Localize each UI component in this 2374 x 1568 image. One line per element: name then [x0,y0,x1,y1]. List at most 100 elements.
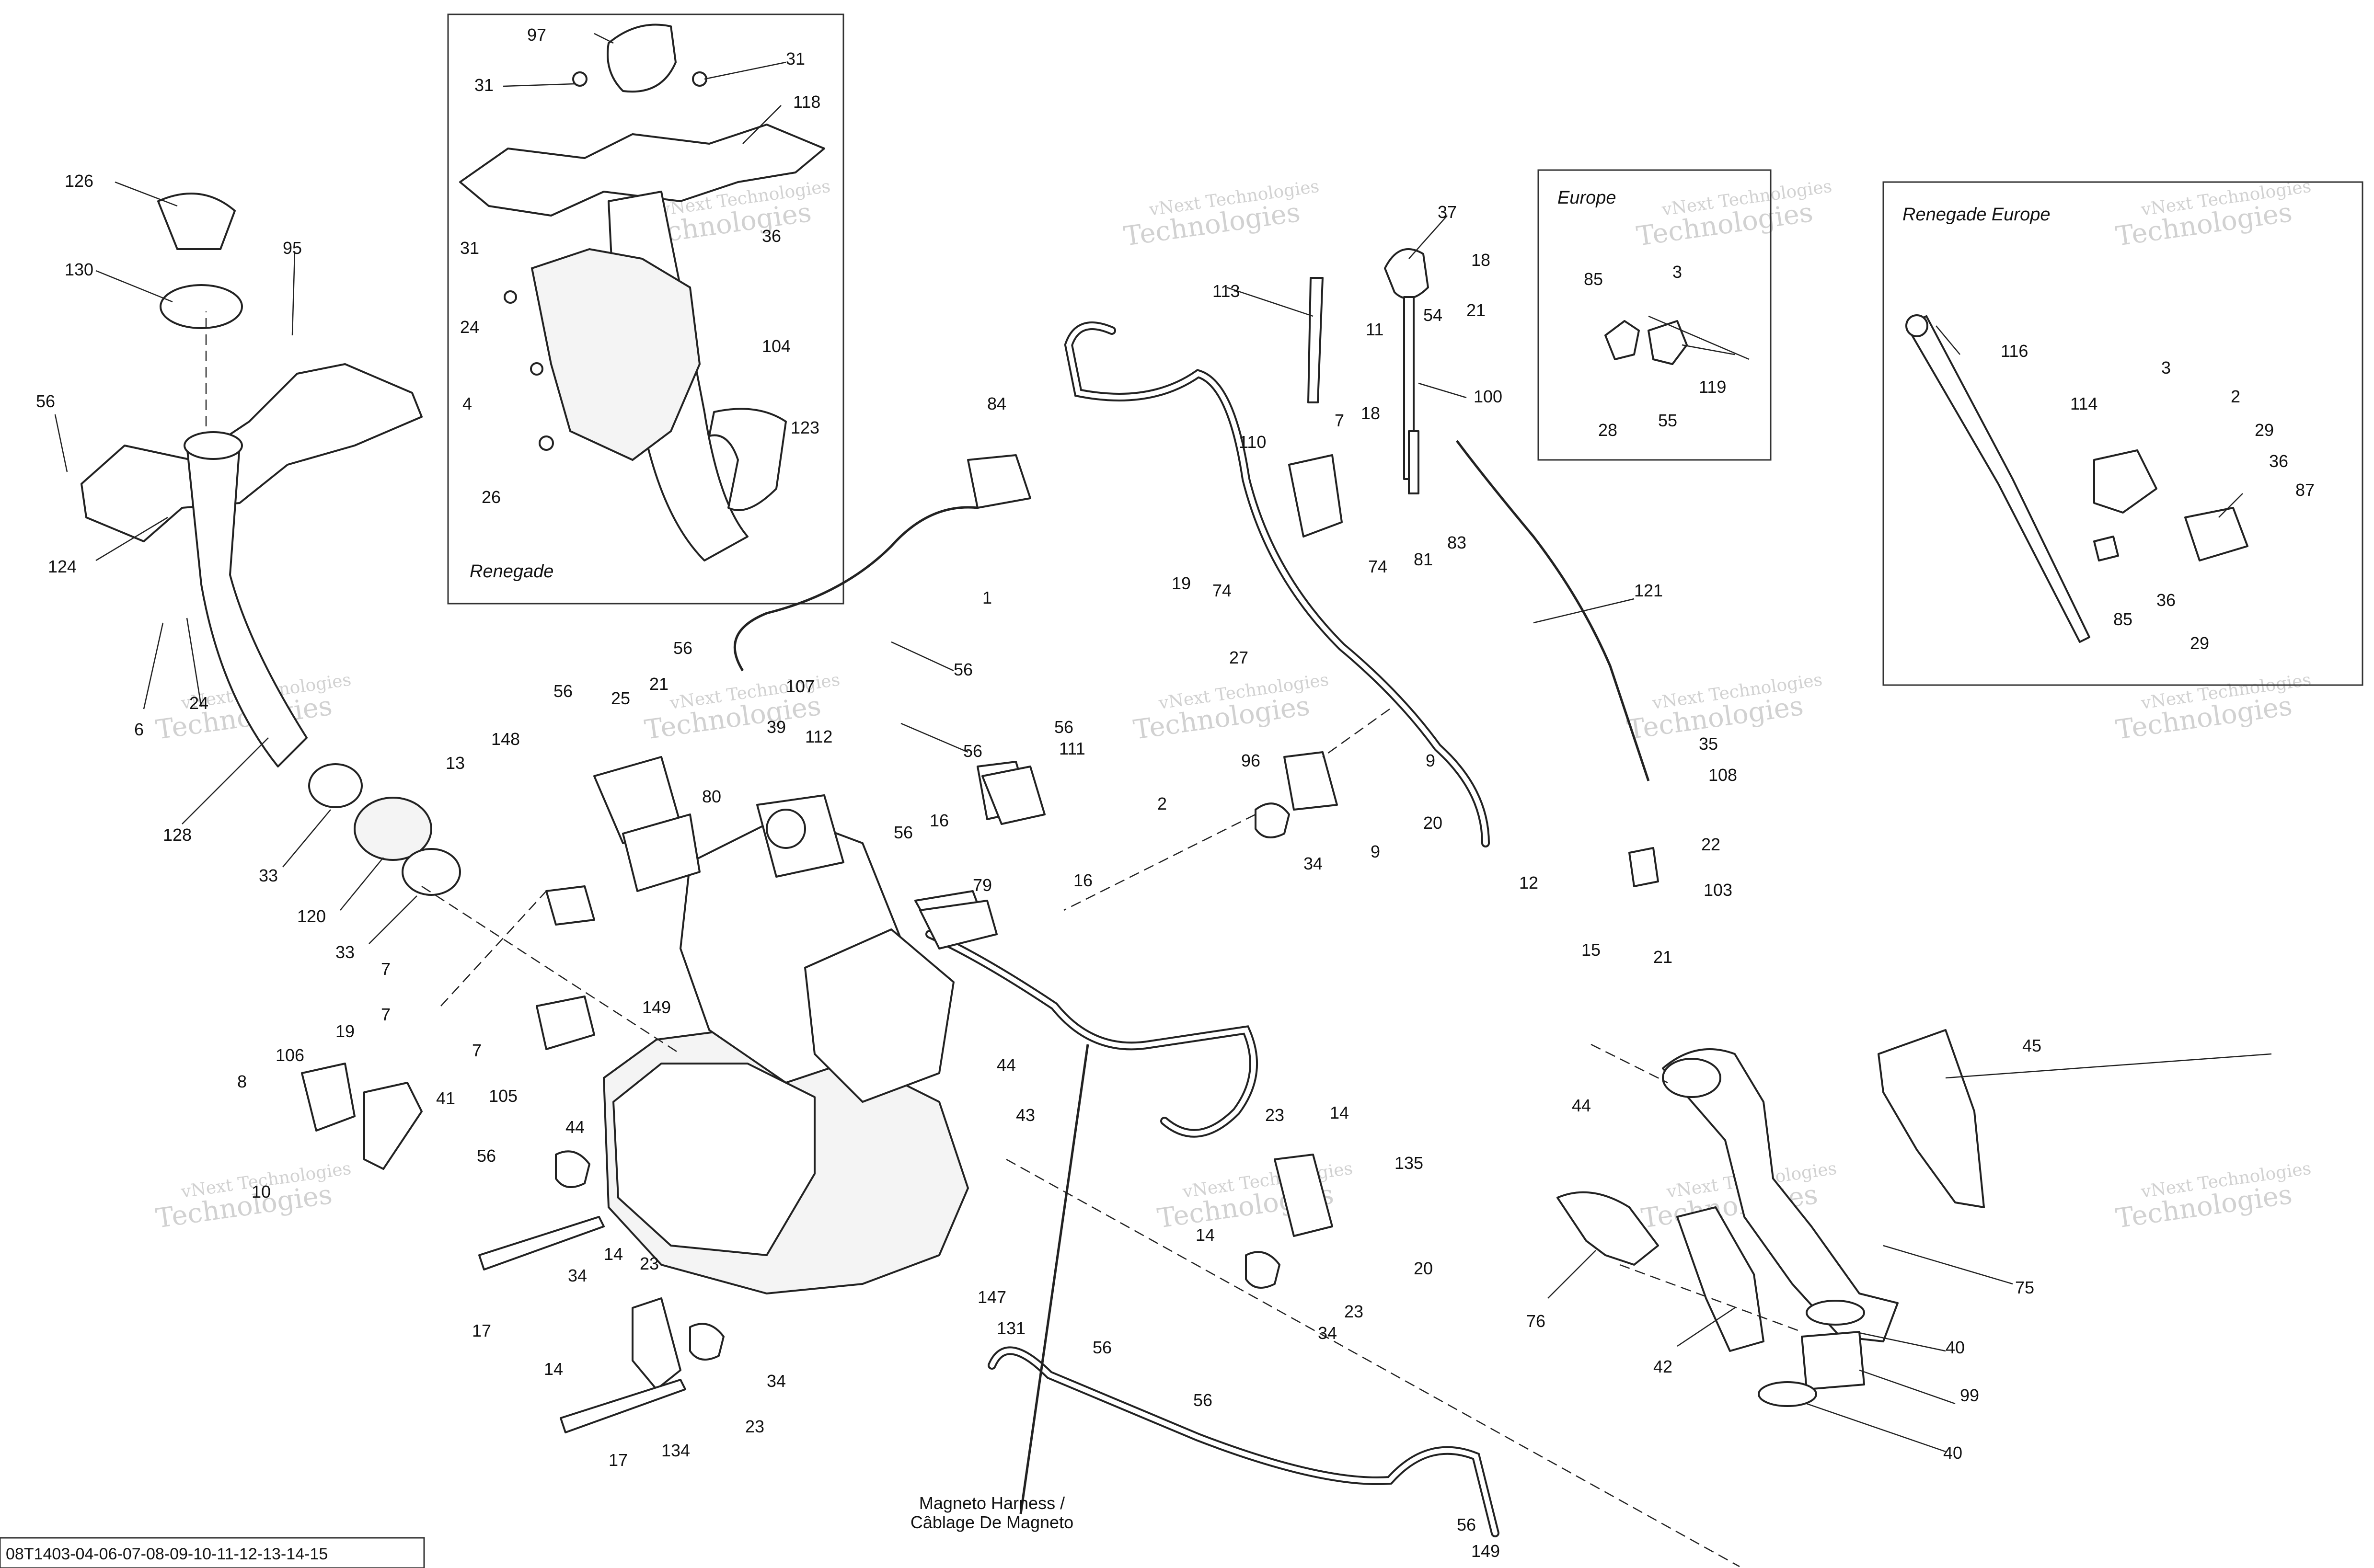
leader-line [1854,1331,1946,1352]
exhaust-inlet [1662,1058,1721,1098]
figure-code-frame [0,1537,425,1568]
cylinder-head [804,928,955,1103]
callout-label: 31 [786,49,805,69]
leader-line [1677,1307,1735,1347]
callout-label: 135 [1394,1153,1423,1173]
callout-label: 126 [65,171,93,191]
assembly-line [1006,1158,1740,1568]
callout-label: 29 [2255,420,2274,440]
callout-label: 37 [1438,202,1457,222]
callout-label: 34 [1303,854,1323,873]
callout-label: 22 [1701,835,1720,854]
callout-label: 18 [1361,403,1380,423]
callout-label: 56 [36,391,55,411]
engine-mount [1255,802,1290,838]
leader-line [1547,1250,1596,1299]
callout-label: 56 [553,681,573,701]
callout-label: 74 [1212,581,1232,600]
callout-label: 128 [163,825,192,845]
switch-84 [967,454,1031,509]
callout-label: 23 [1265,1105,1284,1125]
callout-label: 8 [237,1072,247,1091]
bolt-17 [478,1216,605,1270]
leader-line [182,737,269,824]
callout-label: 3 [1672,262,1682,282]
callout-label: 16 [1073,870,1093,890]
mount-106 [301,1063,356,1132]
exhaust-assembly [1556,1029,1985,1407]
harness-label: Magneto Harness / Câblage De Magneto [910,1493,1073,1532]
callout-label: 87 [2295,480,2315,500]
leader-line [594,33,614,44]
callout-label: 3 [2161,358,2171,378]
callout-label: 19 [335,1021,355,1041]
callout-label: 120 [297,906,326,926]
callout-label: 35 [1699,734,1718,754]
callout-label: 34 [767,1371,786,1391]
callout-label: 131 [997,1318,1026,1338]
rubber-boot [354,797,432,861]
callout-label: 9 [1371,842,1380,861]
callout-label: 34 [1318,1323,1337,1343]
callout-label: 12 [1519,873,1538,893]
callout-label: 147 [978,1287,1006,1307]
callout-label: 40 [1943,1443,1962,1463]
callout-label: 28 [1598,420,1617,440]
callout-label: 56 [1054,717,1073,737]
bracket-103 [1628,847,1659,887]
heat-shield-42 [1676,1206,1764,1352]
callout-label: 81 [1414,549,1433,569]
callout-label: 13 [446,753,465,773]
leader-lines [54,33,2272,1453]
callout-label: 6 [134,720,144,739]
leader-line [340,857,384,911]
cable-107 [733,478,1007,672]
callout-label: 7 [472,1041,482,1060]
callout-label: 24 [460,317,479,337]
fastener-icon [692,71,707,87]
callout-label: 119 [1699,377,1726,397]
cover-plate [2184,507,2248,561]
inset-renegade: Renegade [447,13,844,605]
support-rod [1906,315,2090,643]
bracket-111 [981,766,1046,825]
callout-label: 23 [745,1417,764,1436]
harness-label-line1: Magneto Harness / [919,1493,1065,1513]
mount-96 [1283,751,1338,811]
callout-label: 1 [982,588,992,607]
callout-label: 11 [1366,320,1383,339]
assembly-line [1322,708,1390,758]
assembly-line [1590,1043,1668,1084]
callout-label: 31 [474,75,494,95]
leader-line [1418,382,1467,399]
callout-label: 41 [436,1088,455,1108]
leader-line [186,618,202,707]
callout-label: 20 [1414,1259,1433,1278]
clamp-ring [402,848,461,896]
magneto-harness-inner [990,1348,1498,1535]
callout-label: 104 [762,336,791,356]
inset-europe-frame [1537,169,1772,461]
callout-label: 56 [1457,1515,1476,1534]
callout-label: 7 [381,1005,391,1024]
leader-line [95,516,168,561]
callout-label: 27 [1229,648,1248,667]
leader-line [1408,215,1448,259]
callout-label: 4 [462,394,472,413]
callout-label: 33 [335,942,355,962]
clamp-ring [308,763,363,808]
callout-label: 83 [1447,533,1466,552]
callout-label: 97 [527,25,546,45]
callout-label: 148 [491,729,520,749]
intake-plate [459,124,825,217]
callout-label: 19 [1172,573,1191,593]
callout-label: 56 [963,741,982,761]
engine-assembly [536,756,1031,1295]
connector [545,885,595,926]
relay [536,996,595,1050]
callout-label: 79 [973,875,992,895]
harness-main-inner [927,932,1256,1136]
bracket-41 [363,1082,423,1170]
callout-label: 36 [762,226,781,246]
callout-label: 14 [1330,1103,1349,1122]
